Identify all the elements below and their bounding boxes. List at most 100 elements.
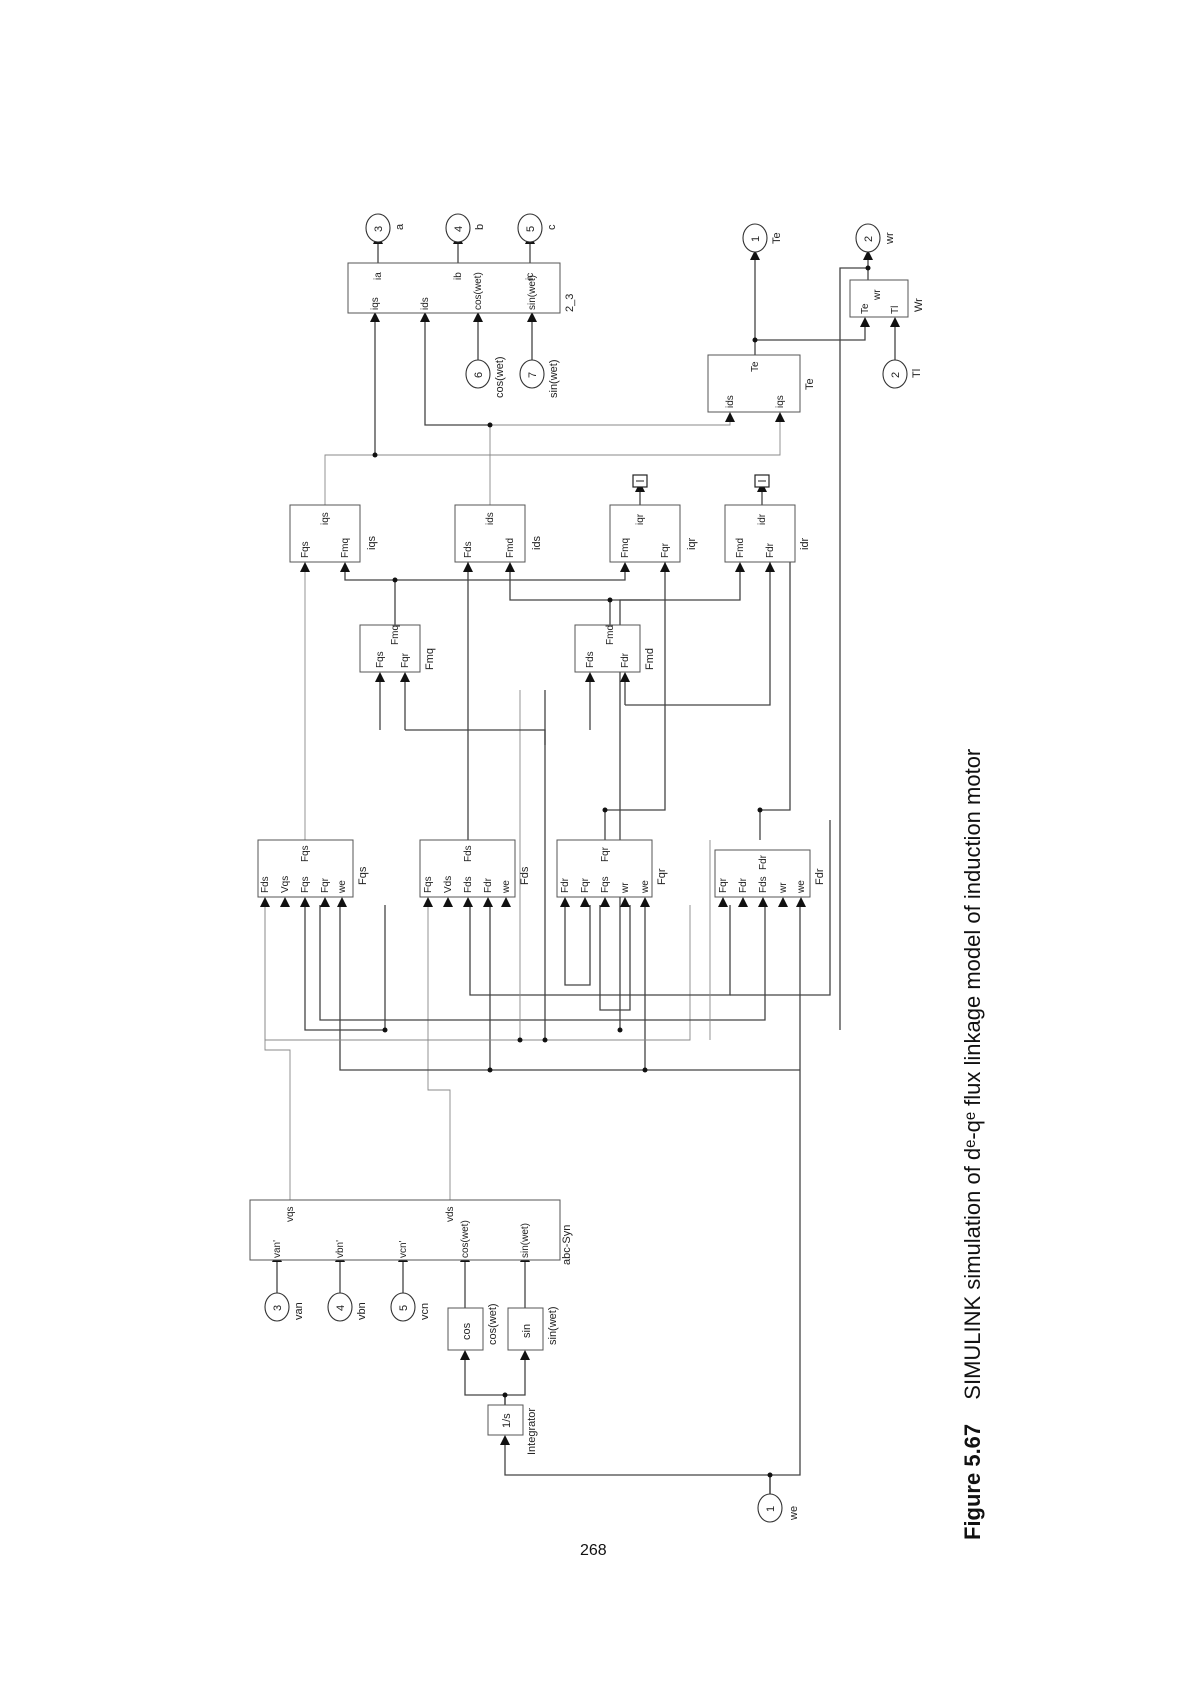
svg-text:we: we [788, 1506, 800, 1521]
fmd-in-1: Fds [585, 651, 596, 668]
arrowhead [463, 562, 473, 572]
iqs-block[interactable]: Fqs Fmq iqs iqs [289, 504, 378, 563]
outport-wr[interactable]: 2 wr [855, 223, 896, 253]
junction-dot [372, 452, 378, 458]
svg-text:2: 2 [890, 372, 902, 378]
fds-in-3: Fds [463, 876, 474, 893]
arrowhead [460, 1350, 470, 1360]
idr-in-2: Fdr [765, 542, 776, 558]
cos-block[interactable]: cos cos(wet) [447, 1303, 499, 1351]
inport-cos[interactable]: 6 cos(wet) [465, 356, 506, 398]
inport-vbn[interactable]: 4 vbn [327, 1292, 368, 1322]
wr-block[interactable]: Te Tl wr Wr [849, 279, 925, 318]
fqs-block[interactable]: Fds Vqs Fqs Fqr we Fqs Fqs [257, 839, 369, 898]
abcsyn-in-4: cos(wet) [460, 1220, 471, 1258]
fmd-in-2: Fdr [620, 652, 631, 668]
te-name: Te [804, 378, 816, 390]
junction-dot [752, 337, 758, 343]
wire-fmq-iqr [395, 570, 626, 581]
arrowhead [775, 412, 785, 422]
junctions [372, 265, 871, 1478]
wr-out: wr [872, 289, 883, 301]
arrowhead [420, 312, 430, 322]
junction-dot [487, 1067, 493, 1073]
arrowhead [505, 562, 515, 572]
sin-block[interactable]: sin sin(wet) [507, 1306, 559, 1351]
fds-block[interactable]: Fqs Vds Fds Fdr we Fds Fds [419, 839, 531, 898]
te-block[interactable]: ids iqs Te Te [707, 354, 816, 413]
arrowhead [375, 672, 385, 682]
outport-a[interactable]: 3 a [365, 213, 406, 243]
wire-fqr-up [604, 530, 666, 840]
iqr-terminator [632, 474, 648, 488]
abcsyn-out-1: vqs [285, 1206, 296, 1222]
junction-dot [642, 1067, 648, 1073]
fmq-name: Fmq [424, 648, 436, 670]
fmq-out: Fmq [390, 625, 401, 645]
ids-in-1: Fds [463, 541, 474, 558]
arrowhead [473, 312, 483, 322]
wire-int-sin [504, 1360, 526, 1405]
outport-c[interactable]: 5 c [517, 213, 558, 243]
arrowhead [585, 672, 595, 682]
svg-text:Te: Te [771, 232, 783, 244]
ids-block[interactable]: Fds Fmd ids ids [454, 504, 543, 563]
fmd-out: Fmd [605, 625, 616, 645]
fqr-in-3: Fqs [600, 876, 611, 893]
arrowhead [370, 312, 380, 322]
fmd-block[interactable]: Fds Fdr Fmd Fmd [574, 624, 656, 673]
arrowhead [483, 897, 493, 907]
arrowhead [400, 672, 410, 682]
inport-sin[interactable]: 7 sin(wet) [519, 359, 560, 398]
arrowhead [260, 897, 270, 907]
iqs-in-2: Fmq [340, 538, 351, 558]
iqr-name: iqr [686, 537, 698, 550]
wire-iqs-te [324, 420, 781, 505]
te-in-2: iqs [775, 395, 786, 408]
idr-block[interactable]: Fmd Fdr idr idr [724, 504, 811, 563]
te-out: Te [750, 361, 761, 372]
inport-van[interactable]: 3 van [264, 1292, 305, 1322]
fqs-in-4: Fqr [320, 877, 331, 893]
fqr-block[interactable]: Fdr Fqr Fqs wr we Fqr Fqr [556, 839, 668, 898]
integrator-block[interactable]: 1/s Integrator [487, 1404, 538, 1455]
fmq-block[interactable]: Fqs Fqr Fmq Fmq [359, 624, 436, 673]
arrowhead [600, 897, 610, 907]
svg-text:3: 3 [373, 226, 385, 232]
abcsyn-in-3: vcn' [398, 1240, 409, 1258]
sin-text: sin [521, 1324, 533, 1338]
wire-fmq-iqs [344, 570, 396, 625]
iqr-in-1: Fmq [620, 538, 631, 558]
bus-1 [264, 905, 691, 1041]
bus-fqr [319, 905, 766, 1021]
inport-tl[interactable]: 2 Tl [882, 359, 923, 389]
svg-text:3: 3 [272, 1305, 284, 1311]
fds-out: Fds [463, 845, 474, 862]
figure-label: Figure 5.67 [960, 1423, 985, 1540]
outport-b[interactable]: 4 b [445, 213, 486, 243]
abc-syn-block[interactable]: van' vbn' vcn' cos(wet) sin(wet) vqs vds… [249, 1199, 573, 1265]
inport-vcn[interactable]: 5 vcn [390, 1292, 431, 1322]
te-in-1: ids [725, 395, 736, 408]
fds-in-2: Vds [443, 876, 454, 893]
abcsyn-in-2: vbn' [335, 1240, 346, 1258]
iqr-in-2: Fqr [660, 542, 671, 558]
inport-we[interactable]: 1 we [757, 1493, 800, 1523]
wr-in-2: Tl [890, 306, 901, 314]
arrowhead [890, 317, 900, 327]
fdr-block[interactable]: Fqr Fdr Fds wr we Fdr Fdr [714, 849, 826, 898]
t23-block[interactable]: iqs ids cos(wet) sin(wet) ia ib ic 2_3 [347, 262, 576, 314]
fqr-in-4: wr [620, 882, 631, 894]
svg-text:4: 4 [453, 226, 465, 232]
junction-dot [602, 807, 608, 813]
svg-text:vcn: vcn [419, 1303, 431, 1320]
ids-in-2: Fmd [505, 538, 516, 558]
t23-in-1: iqs [370, 297, 381, 310]
svg-text:b: b [474, 224, 486, 230]
fdr-in-5: we [796, 880, 807, 894]
outport-te[interactable]: 1 Te [742, 223, 783, 253]
wire-int-cos [464, 1360, 506, 1405]
iqr-block[interactable]: Fmq Fqr iqr iqr [609, 504, 698, 563]
